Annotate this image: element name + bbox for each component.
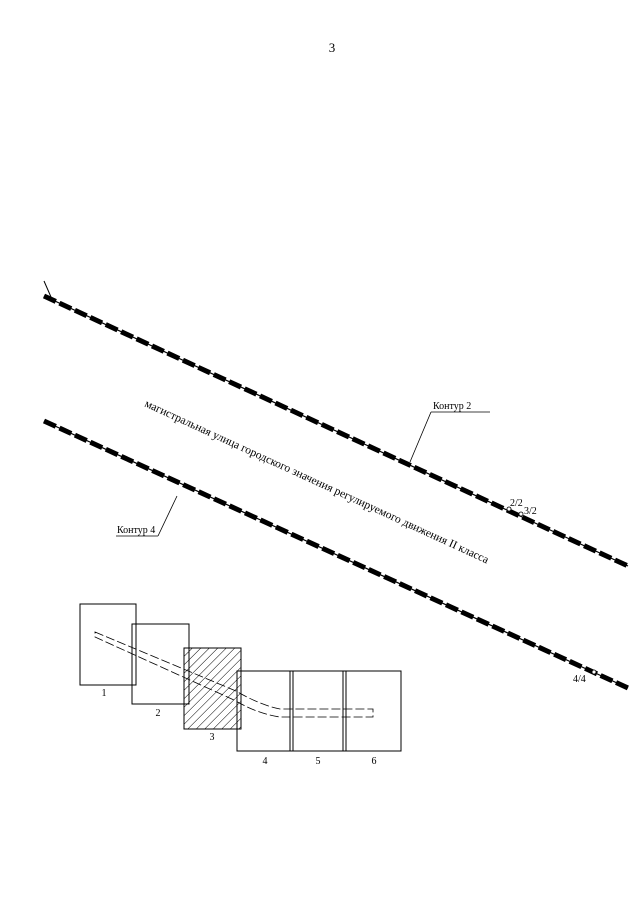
contour-4-callout: Контур 4 <box>116 495 178 537</box>
sheet-number-5: 5 <box>316 756 321 767</box>
sheet-frame-3-highlighted <box>183 647 242 730</box>
route-outline <box>94 631 374 718</box>
contour-2-label: Контур 2 <box>433 401 471 412</box>
sheet-number-2: 2 <box>156 708 161 719</box>
sheet-frame-4 <box>236 670 294 752</box>
sheet-number-1: 1 <box>102 688 107 699</box>
contour-2-callout: Контур 2 <box>409 401 490 463</box>
page-number: 3 <box>329 40 336 55</box>
sheet-frame-2 <box>131 623 190 705</box>
contour-4-label: Контур 4 <box>117 525 155 536</box>
contour-2-boundary <box>42 280 630 569</box>
sheet-frame-5 <box>292 670 347 752</box>
boundary-point-3-2: 3/2 <box>518 506 537 517</box>
sheet-frame-1 <box>79 603 137 686</box>
boundary-point-4-4: 4/4 <box>573 669 597 685</box>
point-label-4-4: 4/4 <box>573 674 586 685</box>
boundary-point-2-2: 2/2 <box>506 498 523 512</box>
sheet-number-6: 6 <box>372 756 377 767</box>
point-label-2-2: 2/2 <box>510 498 523 509</box>
sheet-index: 1 2 3 4 5 6 <box>79 603 402 767</box>
sheet-number-3: 3 <box>210 732 215 743</box>
sheet-frame-6 <box>345 670 402 752</box>
point-label-3-2: 3/2 <box>524 506 537 517</box>
contour-4-boundary <box>42 418 630 691</box>
sheet-number-4: 4 <box>263 756 268 767</box>
